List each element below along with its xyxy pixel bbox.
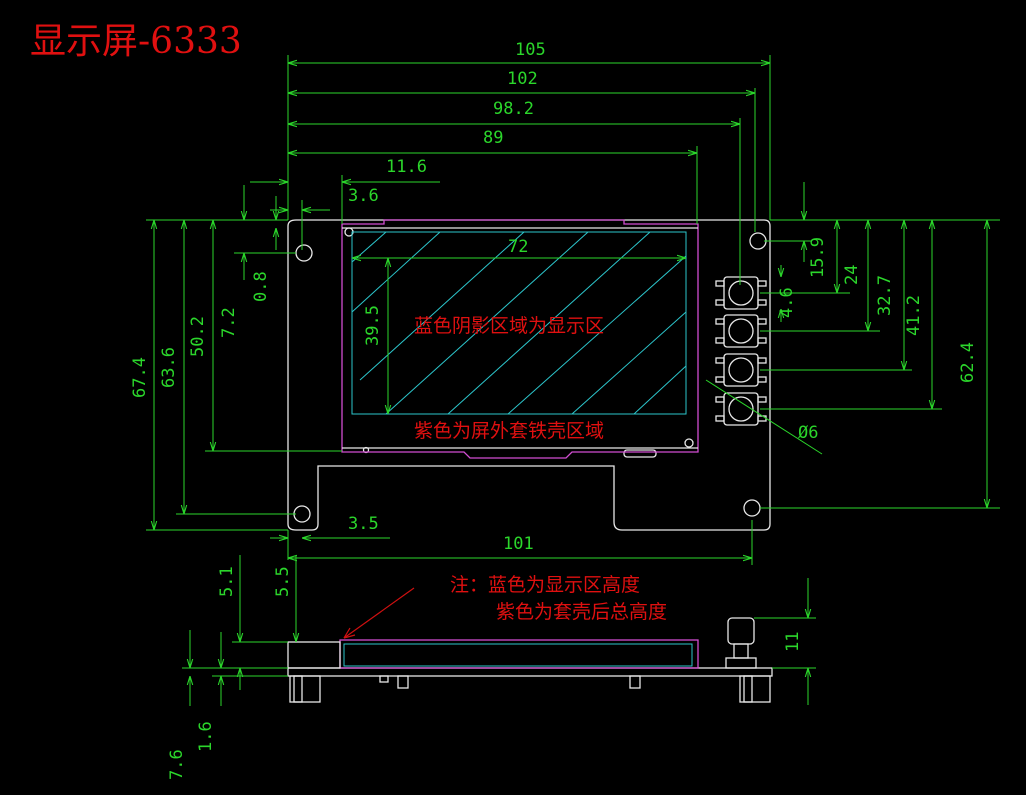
dim-side-1-6: 1.6 [196,721,216,752]
note-leader-arrow [343,587,415,639]
dim-hole-spacing-101: 101 [503,534,534,554]
dim-15-9: 15.9 [808,237,828,278]
note-line-2: 紫色为套壳后总高度 [496,601,667,623]
tactile-button-1 [715,276,767,310]
left-vertical-dimensions [146,185,388,531]
mount-hole-bottom-right [743,499,761,517]
dim-offset-7-2: 7.2 [219,307,239,338]
tactile-button-4 [715,392,767,426]
top-view: 105 102 98.2 89 11.6 3.6 72 3.5 101 67.4… [130,40,1000,565]
side-display [343,643,693,667]
mount-hole-top-left [295,244,313,262]
dim-button-diameter: Ø6 [798,423,818,443]
bezel-area-label: 紫色为屏外套铁壳区域 [414,420,604,442]
dim-4-6: 4.6 [777,287,797,318]
dim-offset-3-5: 3.5 [348,514,379,534]
dim-offset-11-6: 11.6 [386,157,427,177]
tactile-button-2 [715,314,767,348]
mount-hole-top-right [749,232,767,250]
side-view: 5.1 5.5 11 7.6 1.6 注：蓝色为显示区高度 紫色为套壳后总高度 [167,555,816,780]
dim-display-height-39-5: 39.5 [363,305,383,346]
mount-hole-bottom-left [293,505,311,523]
dim-offset-0-8: 0.8 [251,271,271,302]
side-button-cap [727,617,755,645]
display-area [351,231,687,415]
side-pcb [287,667,773,677]
note-line-1: 注：蓝色为显示区高度 [450,574,640,596]
dim-height-67-4: 67.4 [130,357,150,398]
dim-62-4: 62.4 [958,342,978,383]
metal-bezel-outline [341,219,699,459]
dim-width-102: 102 [507,69,538,89]
dim-width-89: 89 [483,128,503,148]
dim-41-2: 41.2 [904,295,924,336]
dim-side-11: 11 [783,632,803,652]
tactile-button-3 [715,353,767,387]
dim-width-98-2: 98.2 [493,99,534,119]
dim-display-width-72: 72 [508,237,528,257]
side-dimensions [182,555,816,706]
dim-offset-3-6: 3.6 [348,186,379,206]
dim-side-5-1: 5.1 [217,566,237,597]
display-area-label: 蓝色阴影区域为显示区 [414,315,604,337]
horizontal-dimensions [250,55,771,565]
dim-side-5-5: 5.5 [273,566,293,597]
button-group [715,276,767,426]
dim-width-105: 105 [515,40,546,60]
dim-32-7: 32.7 [875,275,895,316]
board-outline [287,219,771,531]
dim-height-50-2: 50.2 [188,316,208,357]
dim-side-7-6: 7.6 [167,749,187,780]
drawing-title: 显示屏-6333 [30,21,242,62]
right-vertical-dimensions [705,182,1000,509]
dim-height-63-6: 63.6 [159,347,179,388]
dim-24: 24 [842,265,862,285]
